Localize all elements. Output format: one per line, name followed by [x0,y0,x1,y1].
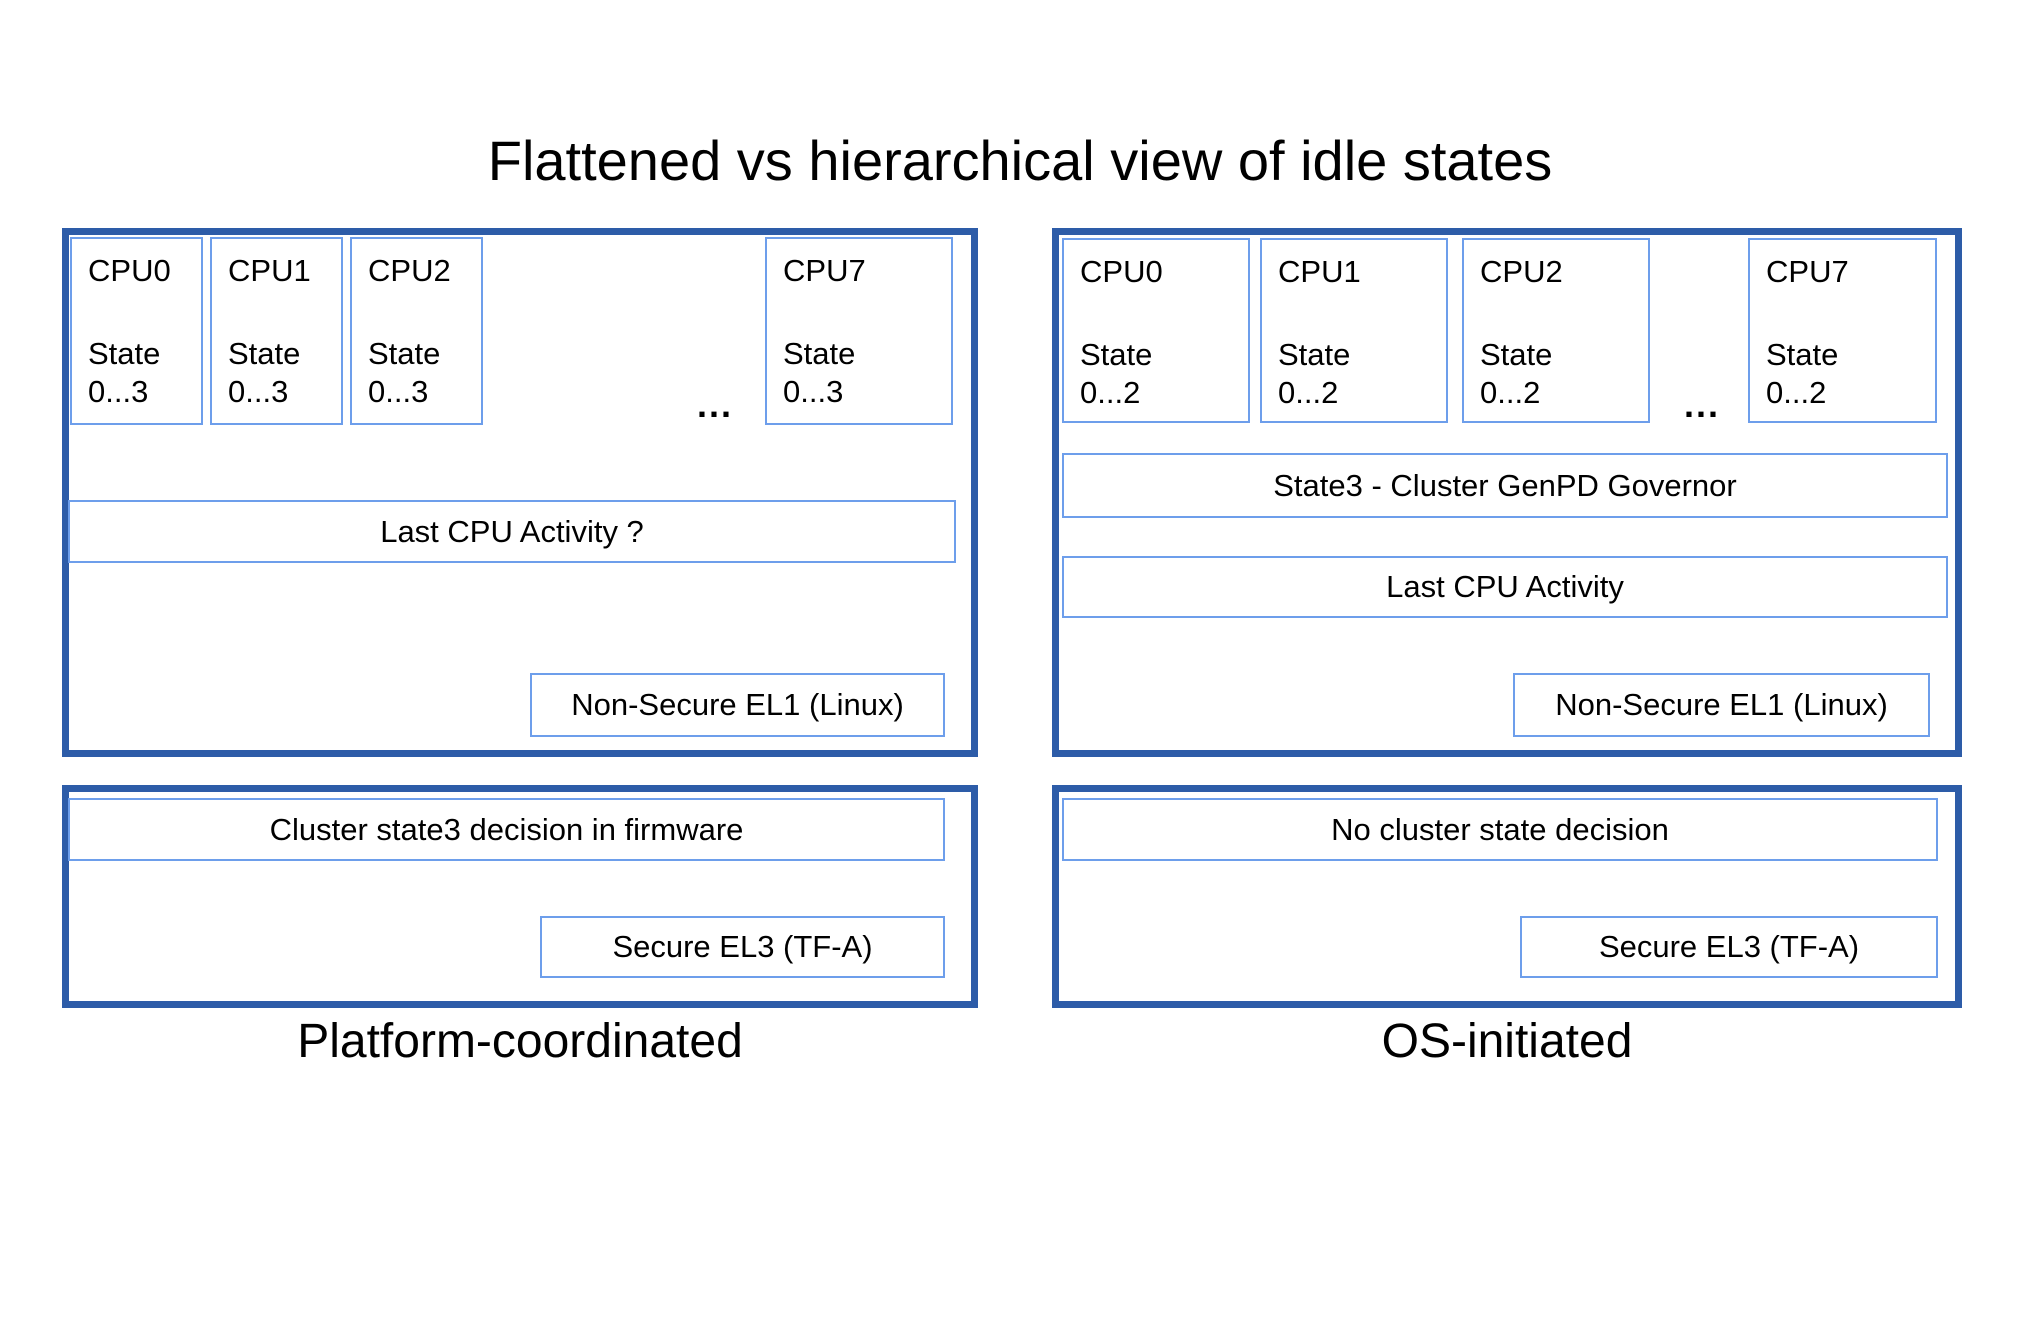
os-nonsecure-el1-box: Non-Secure EL1 (Linux) [1513,673,1930,737]
cpu-state-range: 0...3 [783,374,844,409]
platform-cpu-ellipsis: ... [697,384,734,425]
cpu-state-word: State [228,336,301,371]
cpu-name: CPU2 [1480,254,1563,289]
os-cpu-ellipsis: ... [1684,384,1721,425]
cpu-name: CPU1 [228,253,311,288]
cpu-state-word: State [1480,337,1553,372]
cpu-state-range: 0...2 [1080,375,1141,410]
platform-cluster-decision-label: Cluster state3 decision in firmware [269,811,744,847]
cpu-name: CPU0 [1080,254,1163,289]
cpu-state-range: 0...2 [1766,375,1827,410]
cpu-name: CPU7 [783,253,866,288]
cpu-name: CPU7 [1766,254,1849,289]
cpu-state-range: 0...2 [1480,375,1541,410]
os-last-cpu-activity-box: Last CPU Activity [1062,556,1948,618]
platform-secure-el3-box: Secure EL3 (TF-A) [540,916,945,978]
cpu-state-word: State [368,336,441,371]
platform-last-cpu-activity-label: Last CPU Activity ? [380,513,644,549]
cpu-state-range: 0...3 [88,374,149,409]
os-secure-el3-label: Secure EL3 (TF-A) [1598,929,1860,964]
cpu-state-word: State [783,336,856,371]
cpu-state-word: State [88,336,161,371]
os-last-cpu-activity-label: Last CPU Activity [1386,569,1624,604]
cpu-name: CPU2 [368,253,451,288]
platform-coordinated-label: Platform-coordinated [297,1015,743,1068]
cpu-state-range: 0...2 [1278,375,1339,410]
cpu-state-word: State [1766,337,1839,372]
os-secure-el3-box: Secure EL3 (TF-A) [1520,916,1938,978]
cpu-state-range: 0...3 [368,374,429,409]
os-genpd-governor-label: State3 - Cluster GenPD Governor [1273,467,1737,503]
cpu-name: CPU1 [1278,254,1361,289]
os-nonsecure-el1-label: Non-Secure EL1 (Linux) [1555,687,1888,722]
os-no-cluster-decision-box: No cluster state decision [1062,798,1938,861]
cpu-state-word: State [1080,337,1153,372]
cpu-state-word: State [1278,337,1351,372]
platform-cluster-decision-box: Cluster state3 decision in firmware [68,798,945,861]
cpu-name: CPU0 [88,253,171,288]
slide-title: Flattened vs hierarchical view of idle s… [487,129,1553,192]
os-genpd-governor-box: State3 - Cluster GenPD Governor [1062,453,1948,518]
platform-nonsecure-el1-label: Non-Secure EL1 (Linux) [571,687,904,722]
platform-nonsecure-el1-box: Non-Secure EL1 (Linux) [530,673,945,737]
os-no-cluster-decision-label: No cluster state decision [1331,811,1669,847]
cpu-state-range: 0...3 [228,374,289,409]
os-initiated-label: OS-initiated [1381,1015,1633,1068]
platform-secure-el3-label: Secure EL3 (TF-A) [612,929,873,964]
platform-last-cpu-activity-box: Last CPU Activity ? [68,500,956,563]
